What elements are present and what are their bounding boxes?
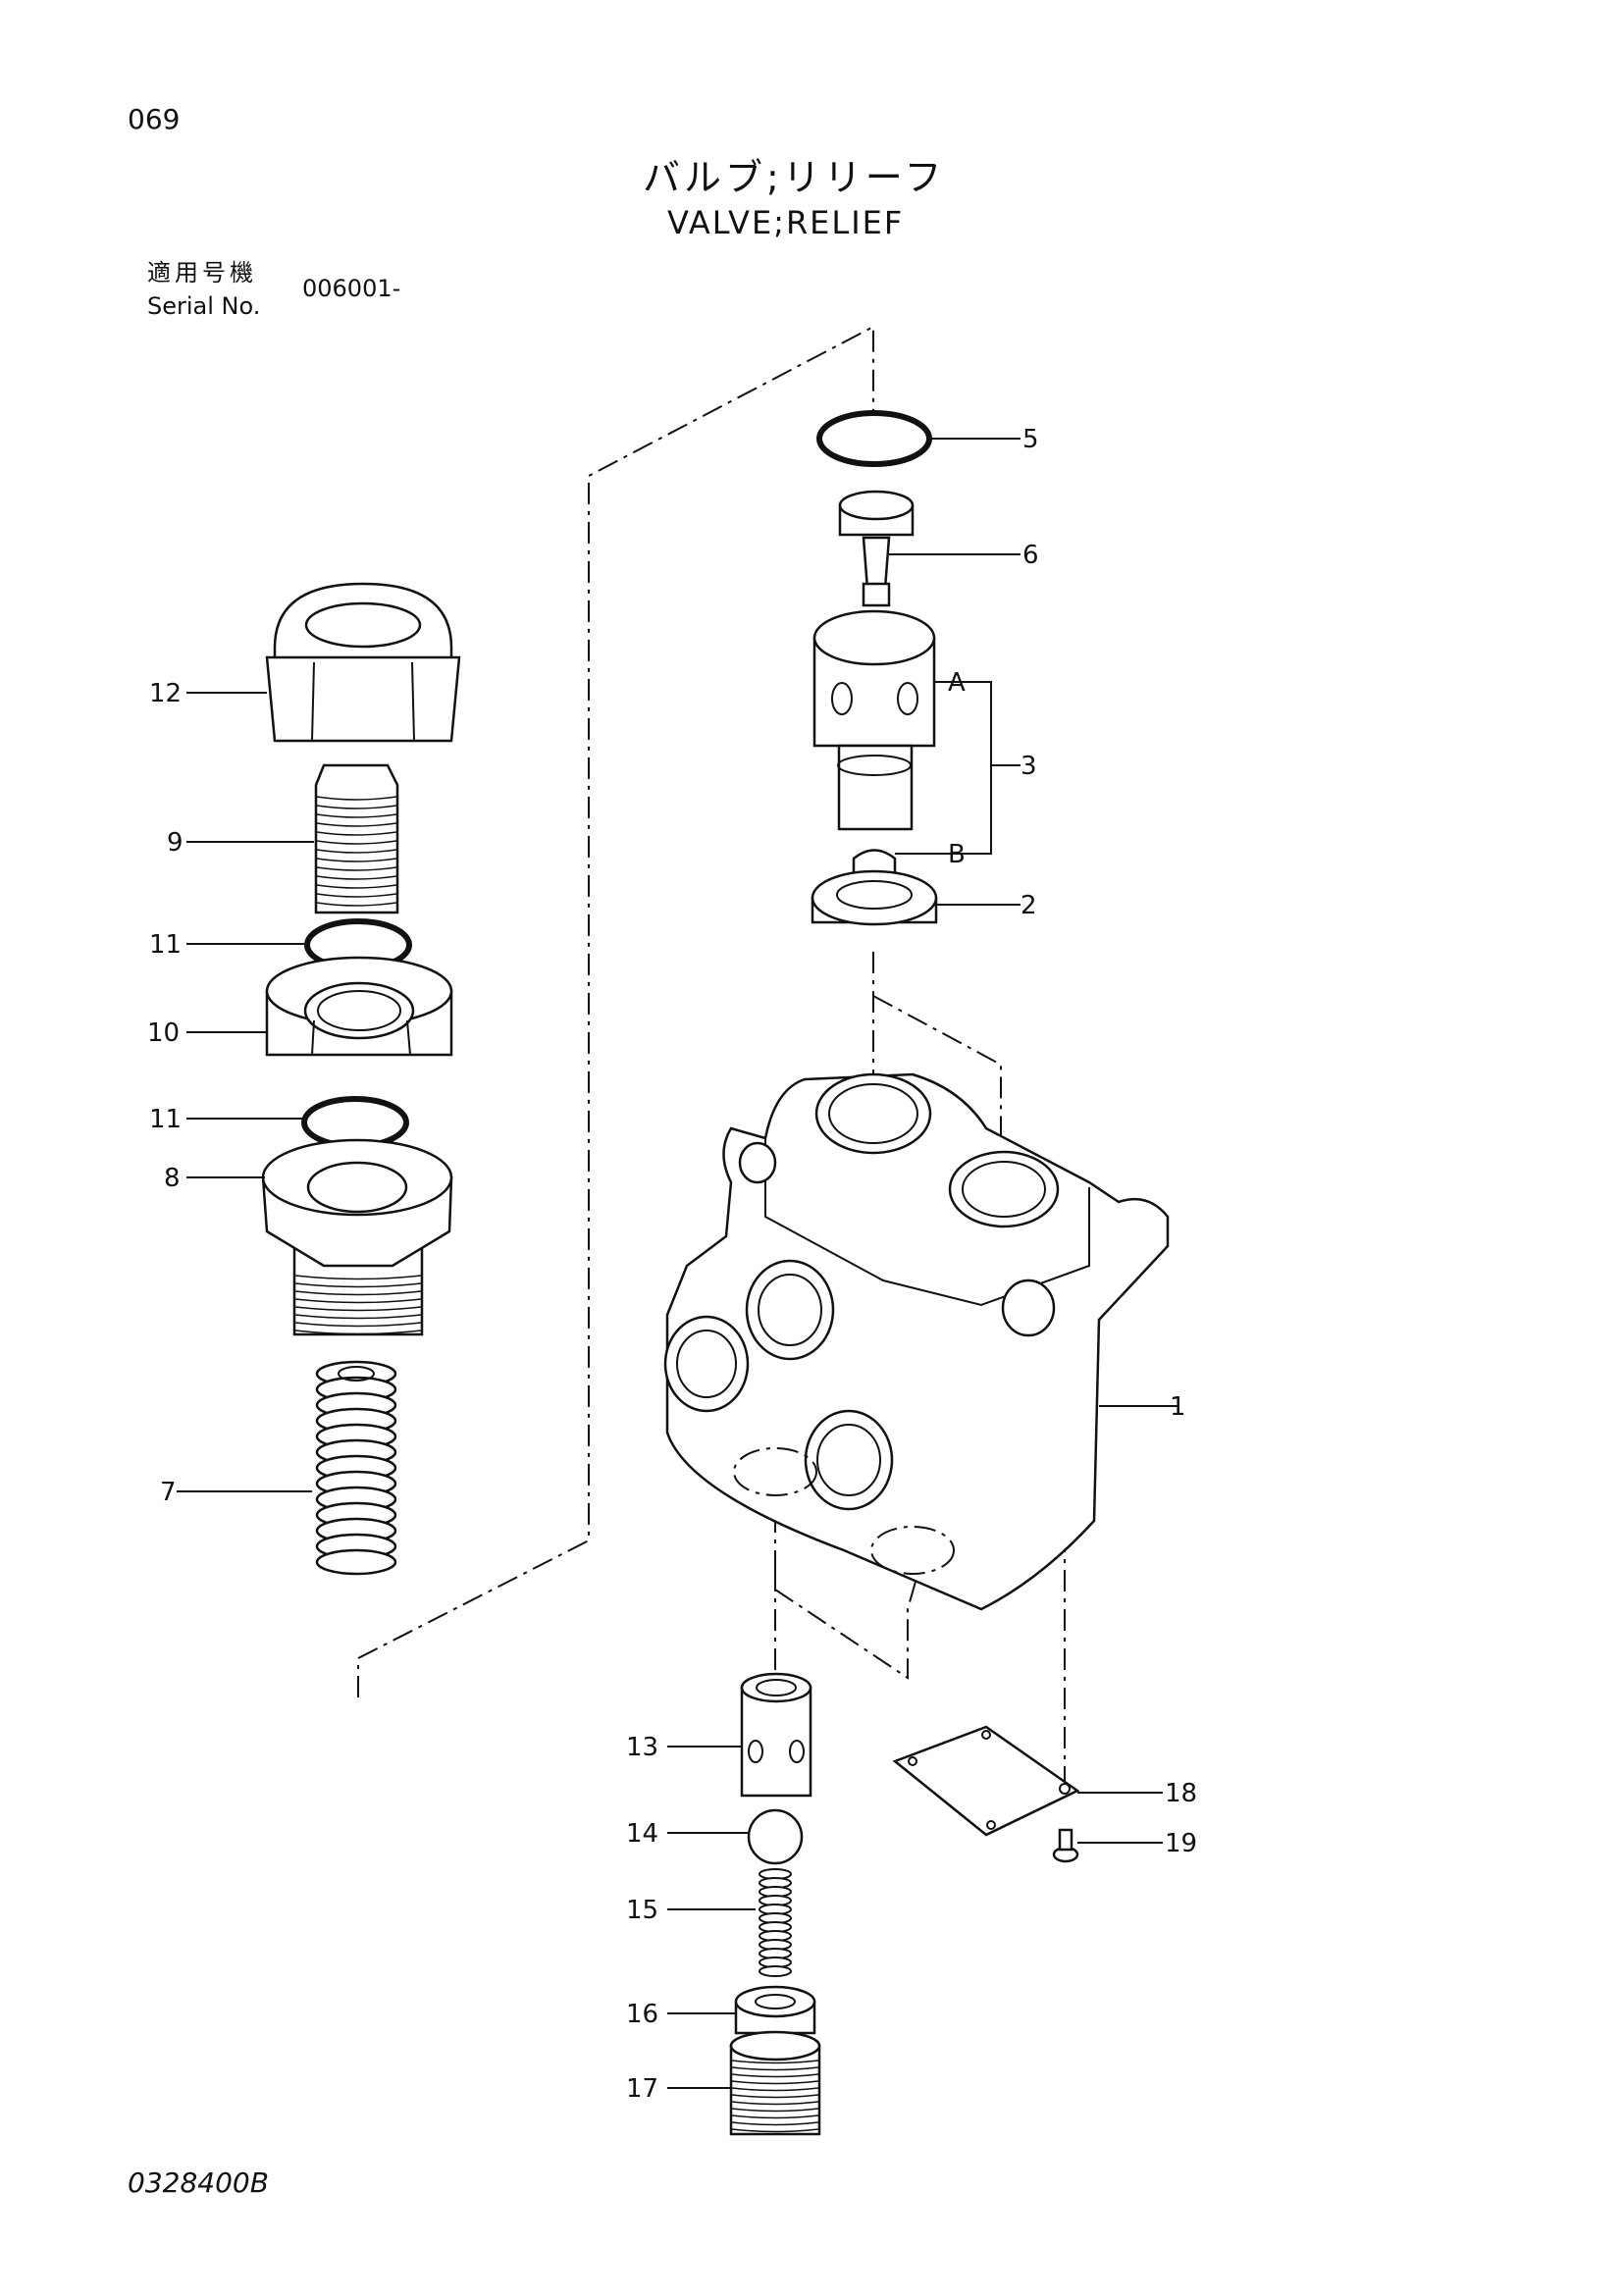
callout-a: A — [948, 668, 966, 698]
part-5-oring — [816, 410, 932, 467]
title-japanese: バルブ;リリーフ — [643, 156, 946, 199]
part-2-seat-ring — [811, 869, 938, 926]
page-number: 069 — [128, 103, 181, 135]
part-8-plug — [261, 1138, 453, 1336]
callout-3: 3 — [1021, 752, 1037, 781]
callout-13: 13 — [626, 1733, 658, 1762]
callout-19: 19 — [1165, 1829, 1197, 1858]
part-9-adjusting-screw — [314, 763, 399, 914]
part-19-screw — [1052, 1828, 1079, 1863]
callout-10: 10 — [147, 1018, 180, 1048]
part-17-threaded-plug — [729, 2030, 821, 2136]
callout-11-lower: 11 — [149, 1105, 182, 1134]
part-1-valve-body — [663, 1072, 1170, 1611]
part-16-ring — [734, 1985, 816, 2035]
callout-7: 7 — [160, 1478, 177, 1507]
callout-8: 8 — [164, 1164, 181, 1193]
callout-12: 12 — [149, 679, 182, 708]
serial-label-japanese: 適用号機 — [147, 259, 257, 287]
callout-6: 6 — [1022, 541, 1039, 570]
callout-14: 14 — [626, 1819, 658, 1849]
callout-17: 17 — [626, 2074, 658, 2104]
part-12-cap-nut — [265, 582, 461, 743]
part-14-ball — [747, 1808, 804, 1865]
callout-15: 15 — [626, 1896, 658, 1925]
assembly-line-bottom — [774, 1511, 928, 1680]
part-10-lock-nut — [265, 956, 453, 1057]
part-6-poppet — [838, 490, 915, 607]
callout-1: 1 — [1170, 1392, 1186, 1422]
callout-2: 2 — [1021, 891, 1037, 920]
title-english: VALVE;RELIEF — [667, 204, 905, 241]
part-7-spring — [315, 1360, 397, 1576]
callout-b: B — [948, 840, 966, 869]
serial-number-value: 006001- — [302, 275, 401, 302]
drawing-number: 0328400B — [128, 2166, 269, 2199]
part-13-sleeve — [740, 1672, 812, 1798]
callout-18: 18 — [1165, 1779, 1197, 1808]
serial-label-english: Serial No. — [147, 292, 261, 320]
part-3-valve-seat — [812, 609, 936, 831]
assembly-line-left — [357, 325, 874, 1697]
part-15-spring — [759, 1868, 792, 1977]
callout-16: 16 — [626, 2000, 658, 2029]
callout-9: 9 — [167, 828, 183, 858]
callout-5: 5 — [1022, 425, 1039, 454]
callout-11-upper: 11 — [149, 930, 182, 960]
part-18-nameplate — [892, 1725, 1080, 1837]
